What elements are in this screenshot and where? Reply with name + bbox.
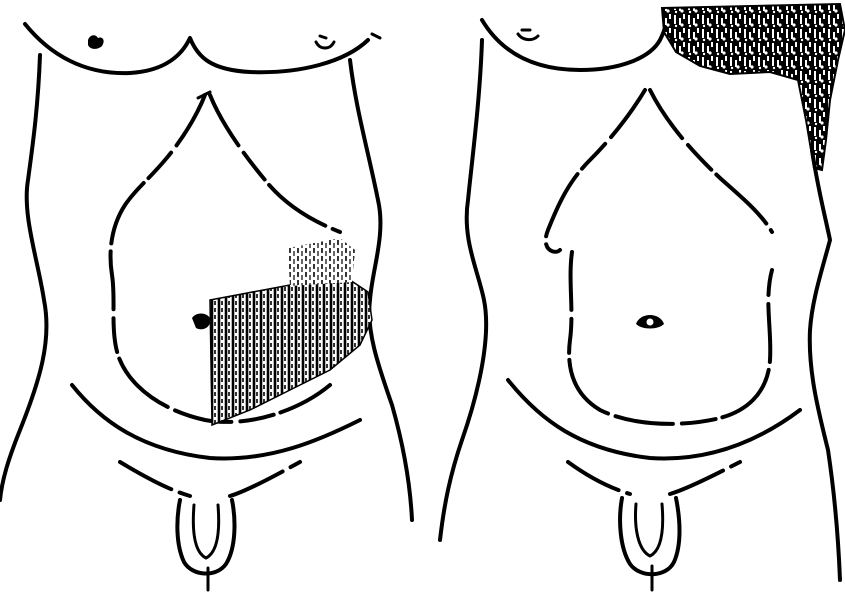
left-genital-inner	[193, 505, 218, 558]
left-shoulder-mark	[372, 34, 380, 38]
right-torso-side-right	[810, 150, 840, 580]
right-genital-outline	[620, 498, 679, 574]
right-torso-figure	[440, 4, 845, 590]
right-chest-line	[482, 10, 668, 70]
left-torso-side-left	[0, 55, 47, 500]
left-genital-outline	[177, 500, 234, 574]
right-rib-right	[650, 90, 772, 232]
left-hatched-region-upper	[288, 238, 355, 286]
right-groin-line	[568, 462, 740, 494]
right-navel-inner	[647, 319, 654, 326]
right-hip-curve	[508, 380, 800, 458]
right-rib-left	[546, 90, 645, 252]
left-nipple-right	[316, 36, 334, 48]
right-nipple-left	[518, 30, 538, 40]
left-chest-line-left	[25, 24, 368, 73]
left-navel	[192, 314, 210, 330]
left-groin-line	[120, 462, 300, 496]
left-hatched-region	[210, 280, 372, 425]
right-abdomen-outline	[569, 252, 772, 424]
right-torso-side-left	[440, 40, 486, 540]
left-rib-right	[210, 95, 340, 232]
right-genital-inner	[636, 504, 663, 556]
left-torso-figure	[0, 24, 412, 590]
left-nipple-left	[88, 35, 104, 49]
